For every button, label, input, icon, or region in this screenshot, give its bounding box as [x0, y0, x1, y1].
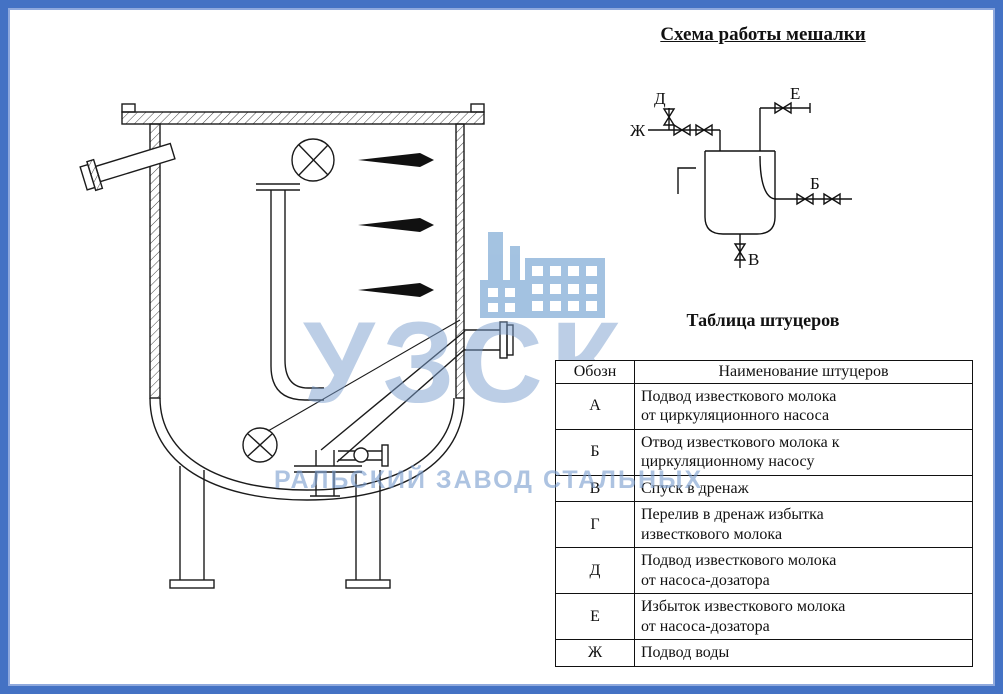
- pipe-v-drain: [734, 234, 746, 268]
- fitting-name: Спуск в дренаж: [634, 474, 973, 503]
- sight-glass-circle: [291, 138, 335, 182]
- fitting-name: Избыток известкового молока от насоса-до…: [634, 593, 973, 641]
- table-row: Ж Подвод воды: [555, 639, 973, 667]
- fitting-code: А: [555, 382, 635, 430]
- vessel-technical-drawing: [79, 103, 514, 589]
- fitting-code: Б: [555, 428, 635, 476]
- table-row: Д Подвод известкового молока от насоса-д…: [555, 547, 973, 595]
- factory-logo-icon: [480, 232, 605, 318]
- fitting-name-line: известкового молока: [641, 525, 783, 543]
- fitting-name-line: Подвод известкового молока: [641, 552, 837, 570]
- pipe-d-branch: [663, 108, 675, 130]
- fitting-name: Подвод известкового молока от циркуляцио…: [634, 382, 973, 430]
- schematic-label-zh: Ж: [630, 121, 646, 140]
- fitting-name-line: от насоса-дозатора: [641, 617, 770, 635]
- fitting-name-line: от насоса-дозатора: [641, 571, 770, 589]
- schematic-label-v: В: [748, 250, 759, 269]
- diagonal-pipe: [267, 319, 466, 463]
- pipe-b-line: [775, 193, 852, 205]
- fitting-name: Перелив в дренаж избытка известкового мо…: [634, 501, 973, 549]
- mixer-flow-schematic: Ж Д Е Б В: [630, 84, 852, 269]
- fitting-name: Отвод известкового молока к циркуляционн…: [634, 428, 973, 476]
- table-row: Г Перелив в дренаж избытка известкового …: [555, 501, 973, 549]
- tank-walls: [149, 123, 465, 399]
- pipe-zh-line: [648, 124, 721, 151]
- fitting-code: Ж: [555, 639, 635, 667]
- table-row: Е Избыток известкового молока от насоса-…: [555, 593, 973, 641]
- table-row: Б Отвод известкового молока к циркуляцио…: [555, 428, 973, 476]
- col-header-name: Наименование штуцеров: [634, 360, 973, 384]
- left-nozzle: [79, 142, 176, 192]
- fitting-code: Г: [555, 501, 635, 549]
- fitting-name-line: Подвод воды: [641, 644, 730, 662]
- fitting-name: Подвод известкового молока от насоса-доз…: [634, 547, 973, 595]
- fitting-name-line: Избыток известкового молока: [641, 598, 846, 616]
- col-header-code: Обозн: [555, 360, 635, 384]
- fitting-name-line: Перелив в дренаж избытка: [641, 506, 824, 524]
- tank-dished-bottom: [149, 397, 465, 501]
- schematic-title: Схема работы мешалки: [660, 24, 866, 45]
- baffle-arrows: [358, 153, 434, 297]
- fitting-code: Е: [555, 593, 635, 641]
- bottom-valve-circle: [242, 427, 278, 463]
- schematic-label-b: Б: [810, 174, 820, 193]
- dip-pipe: [256, 183, 324, 401]
- bottom-outlet: [294, 444, 389, 497]
- support-legs: [169, 466, 391, 589]
- fitting-name-line: от циркуляционного насоса: [641, 407, 830, 425]
- right-nozzle: [464, 321, 514, 359]
- schematic-label-d: Д: [654, 89, 666, 108]
- fitting-name-line: циркуляционному насосу: [641, 453, 815, 471]
- fitting-code: В: [555, 474, 635, 503]
- schematic-vessel: [704, 150, 777, 235]
- fittings-table-title: Таблица штуцеров: [686, 310, 840, 330]
- fitting-name-line: Спуск в дренаж: [641, 479, 749, 497]
- fittings-table: Обозн Наименование штуцеров А Подвод изв…: [555, 360, 973, 667]
- fitting-name-line: Отвод известкового молока к: [641, 433, 840, 451]
- overflow-pipe: [677, 167, 696, 194]
- table-row: В Спуск в дренаж: [555, 474, 973, 503]
- table-header-row: Обозн Наименование штуцеров: [555, 360, 973, 384]
- table-row: А Подвод известкового молока от циркуляц…: [555, 382, 973, 430]
- schematic-label-e: Е: [790, 84, 800, 103]
- pipe-e-line: [759, 102, 811, 151]
- tank-top-flange: [121, 103, 485, 125]
- fitting-name-line: Подвод известкового молока: [641, 387, 837, 405]
- fitting-name: Подвод воды: [634, 639, 973, 667]
- fitting-code: Д: [555, 547, 635, 595]
